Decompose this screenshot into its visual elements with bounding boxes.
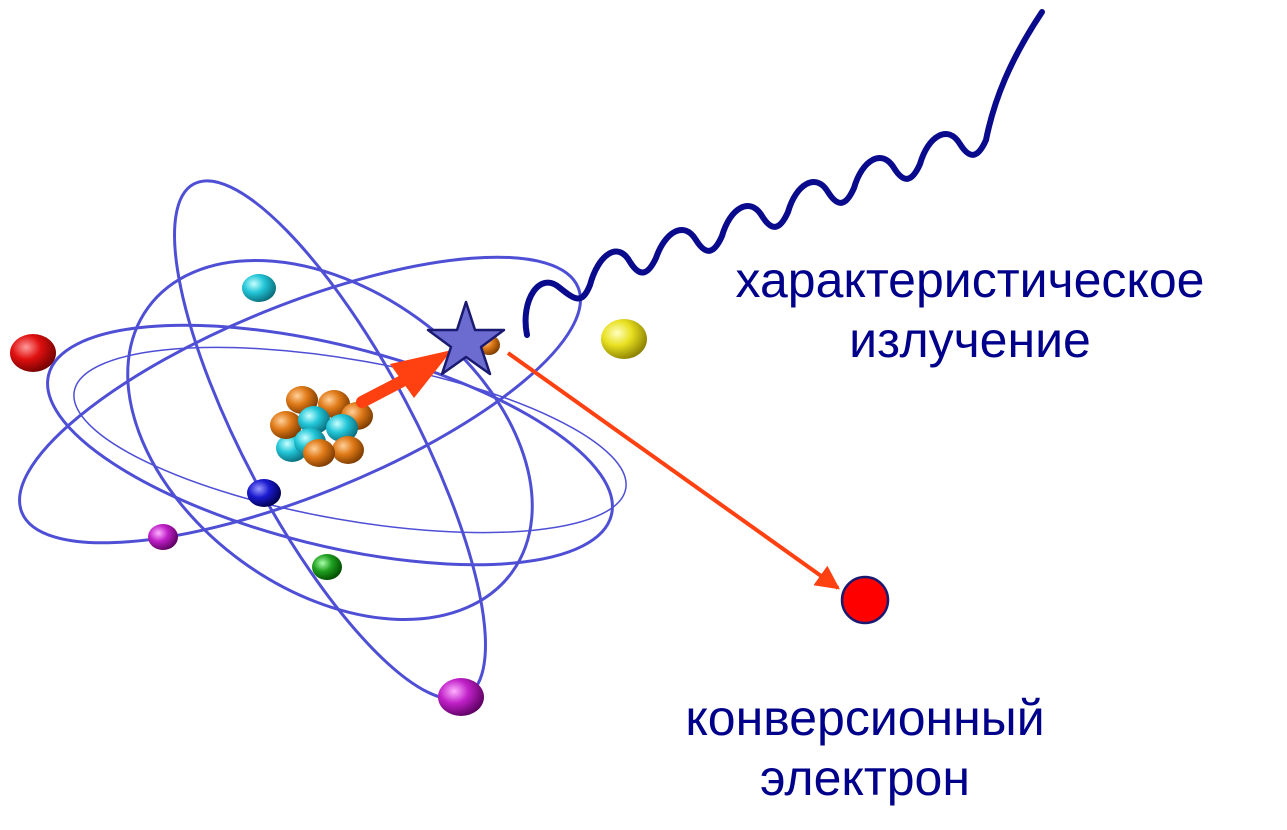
- nucleon-proton: [332, 436, 364, 464]
- electron-label-line2: электрон: [760, 750, 970, 806]
- characteristic-radiation-label: характеристическое излучение: [660, 250, 1280, 370]
- orbit-2: [46, 323, 614, 567]
- conversion-arrow: [506, 351, 840, 590]
- electron-cyan: [242, 274, 276, 302]
- orbit-5: [73, 346, 627, 534]
- orbit-4: [173, 179, 487, 701]
- nucleus: [270, 386, 373, 467]
- star-icon: [426, 300, 506, 376]
- nucleon-proton: [303, 439, 335, 467]
- transition-arrow: [356, 350, 452, 408]
- electron-yellow: [601, 319, 647, 359]
- electron-magenta-small: [148, 524, 178, 550]
- conversion-electron: [840, 575, 890, 625]
- electron-red: [10, 334, 56, 372]
- electron-green: [312, 554, 342, 580]
- electron-blue: [247, 479, 281, 507]
- electron-magenta-large: [438, 678, 484, 716]
- electron-label-line1: конверсионный: [685, 690, 1045, 746]
- nucleon-neutron: [298, 406, 330, 434]
- characteristic-radiation-wave: [522, 9, 1045, 338]
- orbit-3: [126, 259, 534, 621]
- conversion-electron-label: конверсионный электрон: [600, 688, 1130, 808]
- radiation-label-line1: характеристическое: [735, 252, 1205, 308]
- nucleon-neutron: [326, 414, 358, 442]
- orbit-1: [18, 255, 582, 545]
- orbital-electrons: [10, 274, 647, 716]
- nucleon-proton: [270, 411, 302, 439]
- radiation-label-line2: излучение: [849, 312, 1091, 368]
